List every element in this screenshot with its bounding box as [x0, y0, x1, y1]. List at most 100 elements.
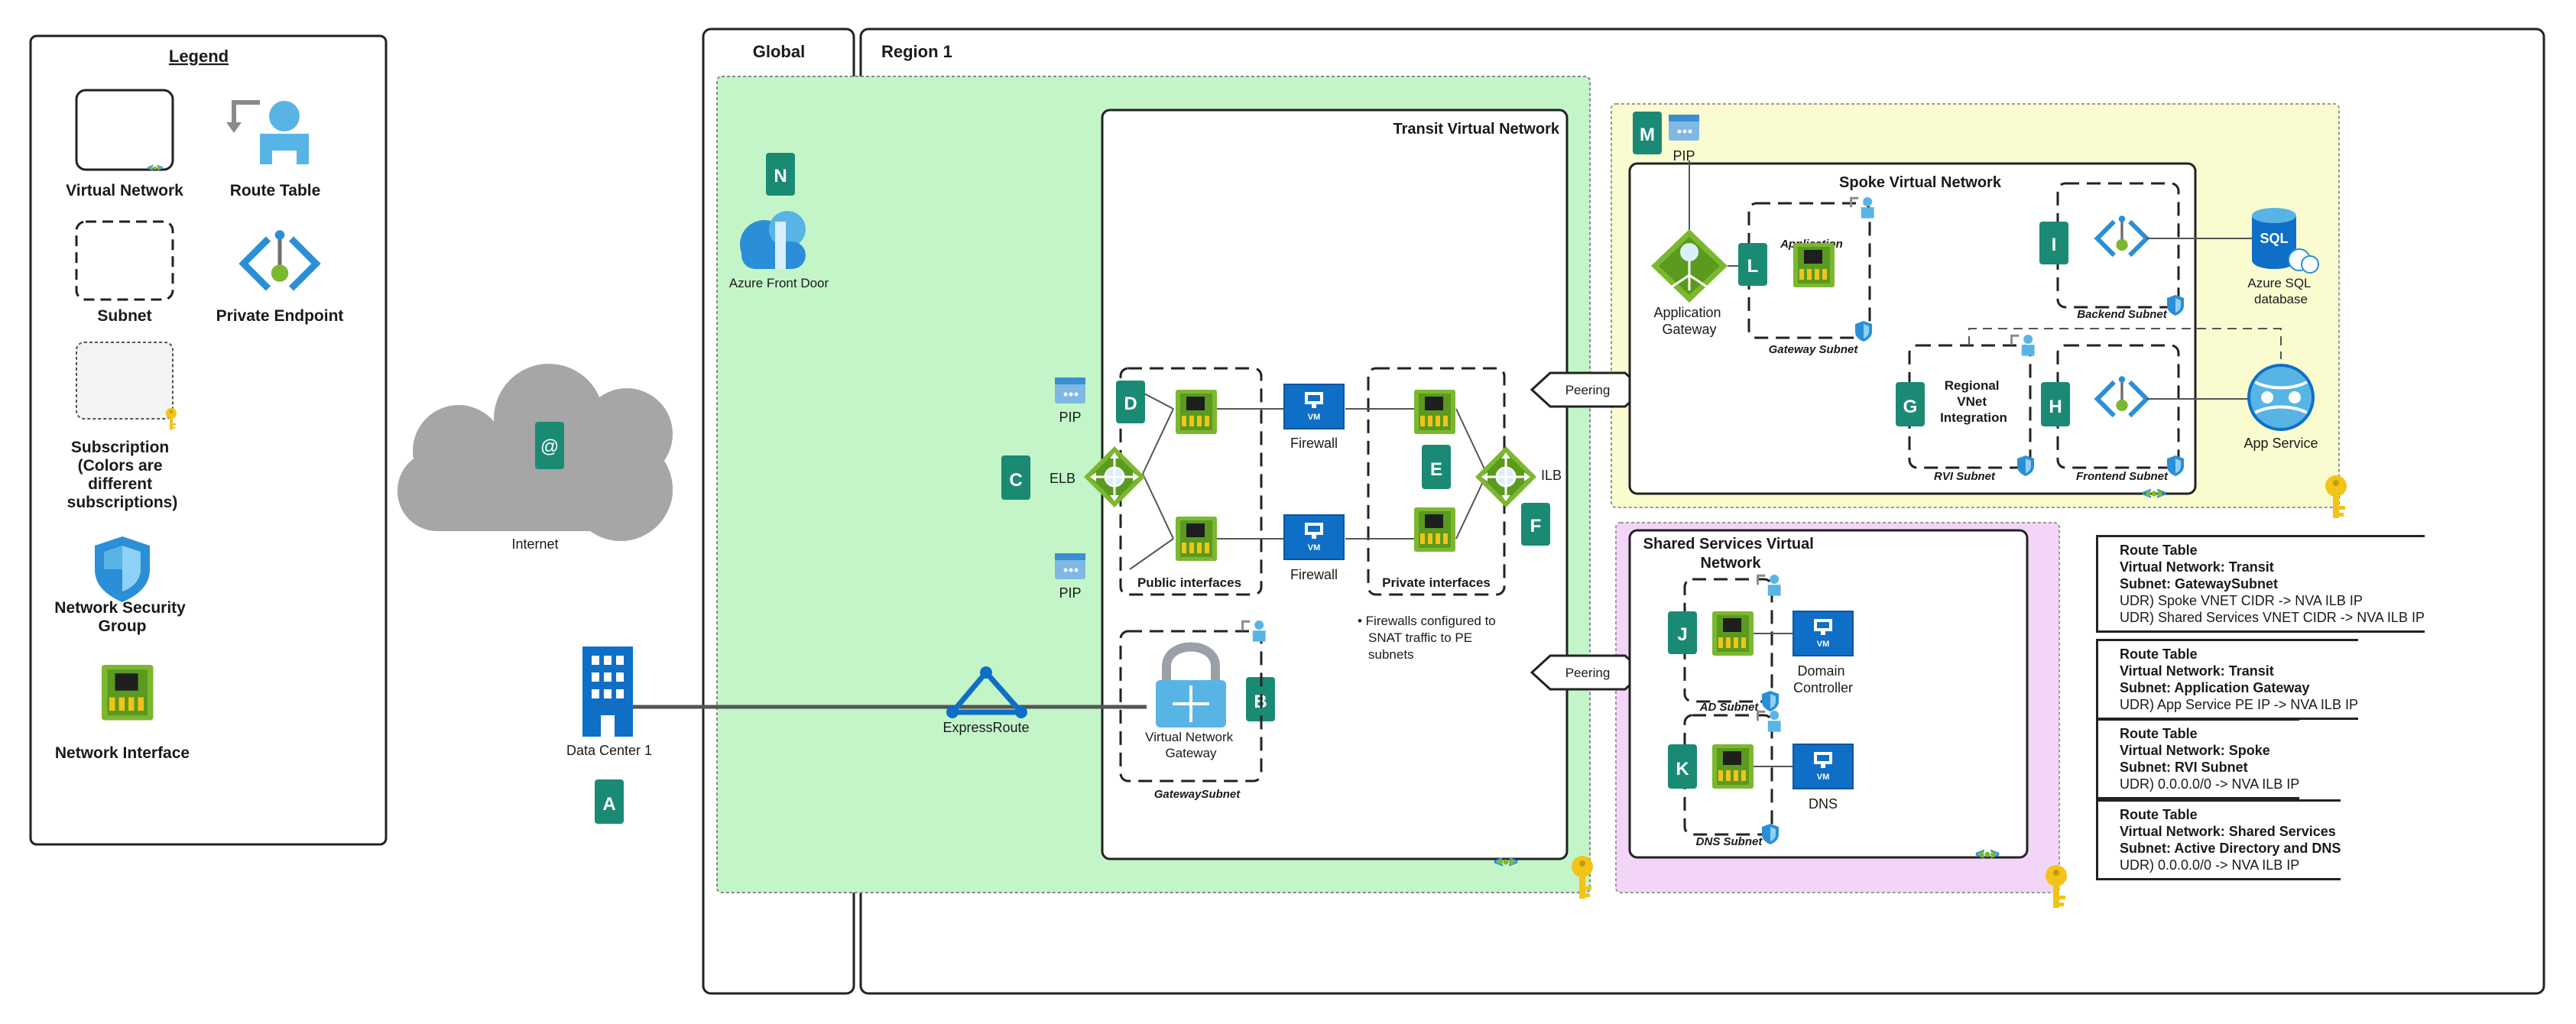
legend-subnet-label: Subnet: [97, 307, 151, 325]
rt-vnet: Virtual Network: Shared Services: [2120, 824, 2336, 839]
app-service-icon: [2247, 364, 2315, 431]
vm-icon: [1792, 611, 1854, 656]
global-zone-label: Global: [753, 42, 805, 61]
legend-nsg-label: Network Security Group: [54, 599, 190, 635]
gateway-subnet: [1119, 630, 1263, 783]
sql-database-icon: SQL: [2252, 208, 2319, 274]
subnet-icon: [75, 220, 174, 301]
nic-icon: [1176, 517, 1217, 561]
svg-text:G: G: [1903, 397, 1918, 417]
rt-title: Route Table: [2120, 807, 2198, 822]
rt-title: Route Table: [2120, 646, 2198, 662]
nic-icon: [1793, 243, 1835, 287]
svg-text:SQL: SQL: [2260, 231, 2288, 246]
rt-vnet: Virtual Network: Transit: [2120, 663, 2274, 679]
dns-label: DNS: [1809, 796, 1838, 812]
backend-subnet-label: Backend Subnet: [2077, 308, 2168, 321]
dns-subnet-label: DNS Subnet: [1696, 835, 1763, 848]
app-gateway-label: Application Gateway: [1653, 305, 1724, 337]
firewall-top-label: Firewall: [1290, 436, 1338, 451]
rt-title: Route Table: [2120, 726, 2198, 741]
svg-text:A: A: [602, 794, 615, 815]
peering-top: Peering: [1530, 371, 1646, 408]
nic-icon: [1712, 744, 1754, 789]
nic-icon: [1414, 507, 1455, 552]
svg-text:I: I: [2052, 235, 2057, 255]
marker-n-text: N: [774, 166, 787, 186]
nic-icon: [102, 665, 154, 721]
marker-d: D: [1116, 381, 1145, 423]
rt-rule: UDR) App Service PE IP -> NVA ILB IP: [2120, 697, 2358, 712]
rt-vnet: Virtual Network: Transit: [2120, 559, 2274, 575]
legend-nic-label: Network Interface: [55, 744, 190, 762]
nic-icon: [1414, 390, 1455, 434]
legend-title: Legend: [169, 47, 229, 66]
marker-e: E: [1422, 445, 1451, 489]
public-interfaces-label: Public interfaces: [1137, 575, 1241, 590]
app-service-label: App Service: [2243, 436, 2318, 451]
marker-h: H: [2041, 382, 2070, 426]
svg-text:C: C: [1009, 470, 1022, 491]
building-icon: [582, 646, 633, 737]
route-table-note: Route Table Virtual Network: Spoke Subne…: [2096, 718, 2300, 799]
nic-icon: [1712, 611, 1754, 656]
legend-panel: Legend Virtual Network Route Table Subne…: [29, 34, 388, 846]
front-door-label: Azure Front Door: [729, 276, 829, 290]
cloud-icon: @: [397, 364, 673, 541]
pip-icon: [1669, 115, 1699, 141]
vpn-gateway-icon: [1156, 642, 1226, 727]
vnet-icon: [2141, 484, 2167, 503]
svg-text:L: L: [1747, 256, 1759, 277]
domain-controller-label: Domain Controller: [1793, 663, 1853, 695]
legend-private-endpoint-label: Private Endpoint: [216, 307, 344, 325]
shared-vnet-title: Shared Services Virtual Network: [1643, 536, 1818, 572]
pip-top-label: PIP: [1059, 410, 1081, 425]
private-interfaces-label: Private interfaces: [1382, 575, 1491, 590]
nsg-icon: [95, 536, 150, 602]
svg-text:M: M: [1640, 125, 1655, 145]
dns-subnet: [1683, 714, 1773, 836]
marker-a: A: [595, 779, 624, 824]
sql-label: Azure SQL database: [2247, 276, 2314, 306]
pip-top-icon: [1055, 378, 1085, 403]
rt-rule: UDR) 0.0.0.0/0 -> NVA ILB IP: [2120, 857, 2300, 873]
marker-f: F: [1521, 503, 1550, 546]
vnet-icon: [1493, 852, 1519, 871]
svg-text:F: F: [1530, 516, 1542, 536]
spoke-pip-label: PIP: [1672, 148, 1695, 164]
rt-subnet: Subnet: GatewaySubnet: [2120, 576, 2279, 591]
marker-c: C: [1001, 455, 1030, 500]
pip-bottom-label: PIP: [1059, 585, 1081, 601]
marker-j: J: [1668, 611, 1697, 654]
firewall-icon: [1283, 384, 1345, 429]
rt-subnet: Subnet: Active Directory and DNS: [2120, 841, 2341, 856]
nic-icon: [1176, 390, 1217, 434]
svg-text:@: @: [540, 436, 559, 457]
legend-route-table-label: Route Table: [230, 182, 321, 199]
firewall-bottom-label: Firewall: [1290, 567, 1338, 582]
expressroute-icon: [946, 666, 1027, 718]
marker-m: M: [1633, 112, 1662, 154]
route-table-icon: [226, 100, 309, 164]
rvi-subnet-label: RVI Subnet: [1934, 470, 1996, 483]
internet-label: Internet: [511, 536, 558, 552]
svg-text:H: H: [2049, 397, 2062, 417]
regional-vnet-label: Regional VNet Integration: [1940, 378, 2007, 425]
ad-subnet: [1683, 578, 1773, 703]
svg-text:Peering: Peering: [1565, 383, 1611, 397]
svg-text:Peering: Peering: [1565, 666, 1611, 680]
vng-label: Virtual Network Gateway: [1145, 730, 1237, 760]
marker-i: I: [2039, 222, 2068, 264]
front-door-icon: [740, 211, 806, 269]
marker-k: K: [1668, 744, 1697, 789]
rt-subnet: Subnet: RVI Subnet: [2120, 760, 2248, 775]
route-table-note: Route Table Virtual Network: Shared Serv…: [2096, 799, 2341, 880]
marker-g: G: [1896, 382, 1925, 426]
peering-bottom: Peering: [1530, 654, 1646, 691]
spoke-vnet-title: Spoke Virtual Network: [1839, 174, 2002, 191]
marker-n: [766, 153, 795, 196]
rt-vnet: Virtual Network: Spoke: [2120, 743, 2270, 758]
legend-subscription-label: Subscription (Colors are different subsc…: [67, 439, 178, 511]
route-table-note: Route Table Virtual Network: Transit Sub…: [2096, 639, 2358, 720]
svg-text:E: E: [1430, 459, 1442, 480]
